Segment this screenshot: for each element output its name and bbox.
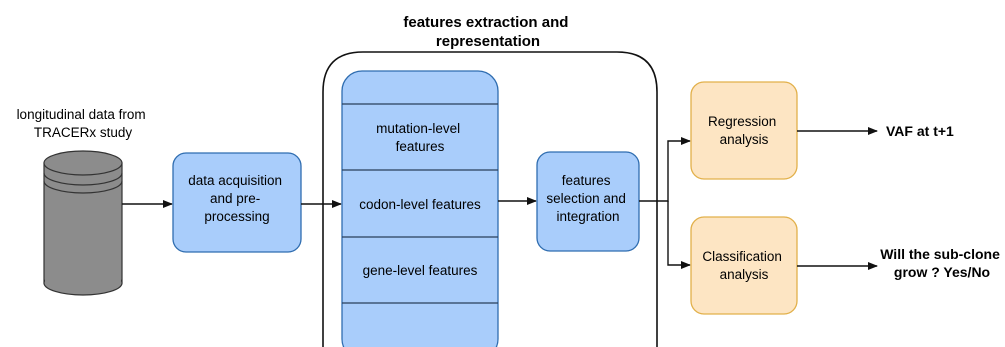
selection-label-line: selection and [546, 191, 626, 206]
acquisition-label-line: data acquisition [188, 173, 282, 188]
classification-box: Classification analysis [690, 216, 798, 315]
mutation-level-features: mutation-level features [376, 121, 464, 154]
feature-stack: mutation-level features codon-level feat… [341, 70, 499, 347]
svg-text:data acquisition and pre: data acquisition and pre- processing [188, 173, 286, 224]
selection-label-line: integration [556, 209, 619, 224]
source-caption: longitudinal data from TRACERx study [17, 107, 150, 140]
regression-output-line: VAF at t+1 [886, 123, 954, 139]
classification-output-line: Will the sub-clone [880, 246, 1000, 262]
database-icon [43, 150, 123, 296]
codon-level-line: codon-level features [359, 197, 481, 212]
svg-text:Regression analysis: Regression analysis [708, 114, 780, 147]
mutation-level-line: mutation-level [376, 121, 460, 136]
acquisition-label-line: and pre- [210, 191, 260, 206]
feature-panel-title-line: features extraction and [403, 14, 568, 31]
source-caption-line: TRACERx study [34, 125, 133, 140]
classification-label-line: Classification [702, 249, 782, 264]
svg-text:Classification analysis: Classification analysis [702, 249, 785, 282]
regression-output: VAF at t+1 [886, 123, 954, 139]
regression-label-line: analysis [720, 132, 769, 147]
gene-level-features: gene-level features [363, 263, 478, 278]
feature-panel-outline [322, 51, 658, 347]
arrow-selection-to-classification [667, 201, 691, 269]
selection-box: features selection and integration [536, 151, 640, 252]
codon-level-features: codon-level features [359, 197, 481, 212]
feature-panel-title-line: representation [436, 33, 540, 50]
svg-text:features selection and: features selection and integration [546, 173, 629, 224]
feature-panel-title: features extraction and representation [403, 14, 572, 50]
regression-label-line: Regression [708, 114, 776, 129]
acquisition-label-line: processing [204, 209, 269, 224]
arrow-selection-to-regression [639, 137, 691, 202]
source-caption-line: longitudinal data from [17, 107, 146, 122]
classification-output: Will the sub-clone grow ? Yes/No [880, 246, 1004, 280]
classification-label-line: analysis [720, 267, 769, 282]
acquisition-box: data acquisition and pre- processing [172, 152, 302, 253]
selection-label-line: features [562, 173, 611, 188]
gene-level-line: gene-level features [363, 263, 478, 278]
classification-output-line: grow ? Yes/No [894, 264, 990, 280]
mutation-level-line: features [396, 139, 445, 154]
regression-box: Regression analysis [690, 81, 798, 180]
